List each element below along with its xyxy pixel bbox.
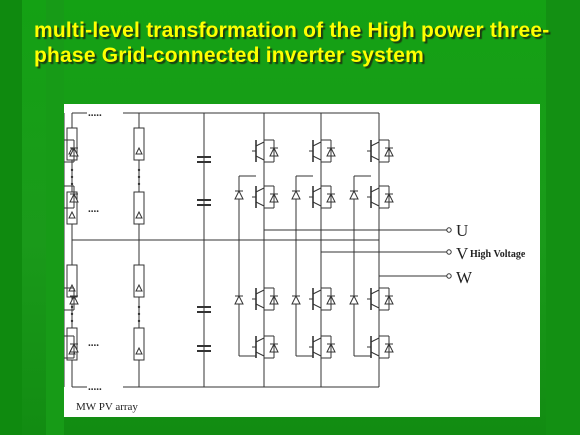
series-dots <box>70 168 141 323</box>
dc-capacitor <box>197 306 211 313</box>
dc-capacitor <box>197 199 211 206</box>
circuit-schematic: ..... .... .... ..... <box>64 107 526 413</box>
phase-leg-w <box>349 112 394 388</box>
pv-module <box>133 264 145 298</box>
parallel-dots: ..... <box>88 107 102 119</box>
terminal-v <box>446 249 452 255</box>
parallel-dots: .... <box>88 203 99 215</box>
terminal-u <box>446 227 452 233</box>
dc-capacitor <box>197 345 211 352</box>
phase-leg-u <box>64 113 79 387</box>
phase-leg-u <box>234 112 279 388</box>
igbt-switch <box>64 287 79 311</box>
pv-module <box>133 127 145 161</box>
phase-leg-v <box>291 112 336 388</box>
background-stripe <box>546 0 580 435</box>
phase-label-u: U <box>456 221 468 240</box>
igbt-switch <box>64 139 79 163</box>
background-stripe <box>0 0 22 435</box>
pv-module <box>66 264 78 298</box>
phase-label-w: W <box>456 268 473 287</box>
slide-title: multi-level transformation of the High p… <box>34 19 550 67</box>
pv-module <box>133 327 145 361</box>
terminal-w <box>446 273 452 279</box>
parallel-dots: .... <box>88 337 99 349</box>
circuit-diagram: ..... .... .... ..... <box>64 104 540 417</box>
igbt-switch <box>64 335 79 359</box>
igbt-switch <box>64 185 79 209</box>
output-label: High Voltage <box>470 249 526 260</box>
background-stripe <box>46 0 64 435</box>
dc-capacitor <box>197 156 211 163</box>
phase-label-v: V <box>456 244 469 263</box>
array-label: MW PV array <box>76 401 138 413</box>
parallel-dots: ..... <box>88 381 102 393</box>
pv-module <box>133 191 145 225</box>
